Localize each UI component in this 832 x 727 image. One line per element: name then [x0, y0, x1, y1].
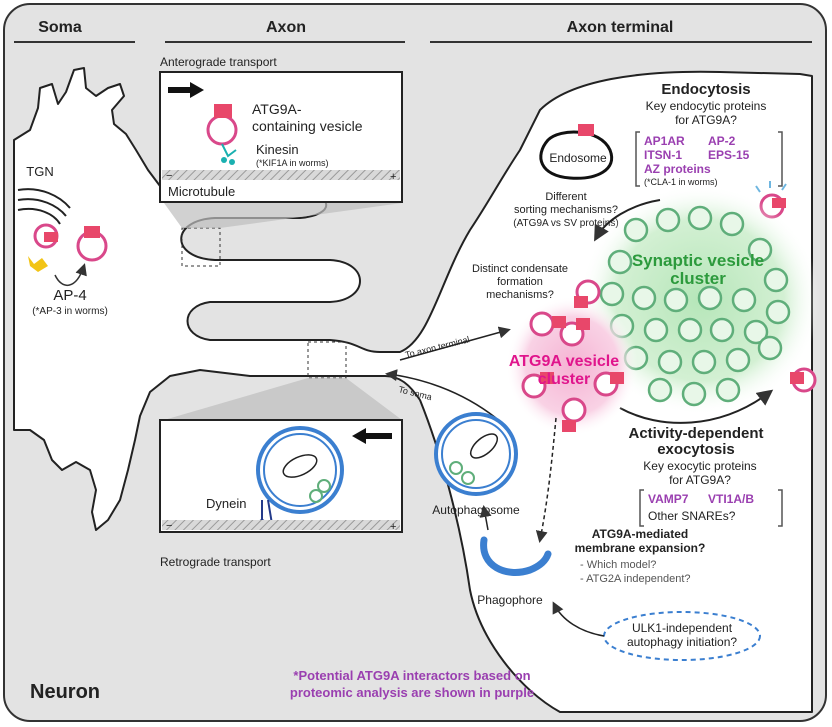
initiation-arrow-icon — [552, 601, 605, 637]
endosome-icon — [539, 130, 614, 180]
footer-note-2: proteomic analysis are shown in purple — [290, 685, 534, 700]
exocytosis-arrow-icon — [619, 389, 774, 424]
protein-bracket — [639, 489, 783, 527]
endocytic-protein: AP-2 — [708, 134, 736, 148]
condensate-text-1: Distinct condensate — [472, 263, 568, 275]
phagophore-icon — [480, 536, 552, 576]
minus-end: − — [166, 170, 172, 182]
soma-vesicles — [28, 223, 108, 286]
clathrin-icon — [755, 181, 787, 193]
autophagosome-icon — [256, 426, 344, 514]
dynein-label: Dynein — [206, 496, 246, 511]
ap4-note: (*AP-3 in worms) — [32, 306, 108, 317]
microtubule-bar — [162, 170, 400, 180]
expansion-text-1: ATG9A-mediated — [592, 527, 688, 541]
endocytic-protein: AP1AR — [644, 134, 685, 148]
exocytic-protein: VTI1A/B — [708, 492, 754, 506]
zoom-funnel-top — [164, 203, 402, 228]
zoom-funnel-bottom — [164, 378, 402, 420]
endocytosis-title: Endocytosis — [661, 81, 750, 98]
ap4-icon — [28, 256, 48, 272]
vesicle-label-1: ATG9A- — [252, 101, 302, 117]
sorting-text-1: Different — [545, 191, 586, 203]
exocytosis-question-1: Key exocytic proteins — [643, 459, 756, 473]
mitochondrion-icon — [282, 454, 318, 478]
anterograde-inset — [159, 71, 403, 203]
phagophore-label: Phagophore — [477, 593, 543, 607]
sorting-arrow-icon — [594, 199, 661, 242]
transport-arrow-icon — [54, 263, 87, 286]
exocytosis-title-1: Activity-dependent — [628, 425, 763, 442]
endocytic-protein: AZ proteins — [644, 162, 711, 176]
mitochondrion-icon — [469, 433, 499, 459]
endocytosis-question-1: Key endocytic proteins — [646, 99, 767, 113]
microtubule-bar — [162, 520, 400, 530]
ulk1-text-1: ULK1-independent — [632, 621, 733, 635]
endocytic-protein: ITSN-1 — [644, 148, 682, 162]
plus-end: + — [390, 171, 396, 183]
sorting-text-2: sorting mechanisms? — [514, 204, 618, 216]
atg9a-cluster-label-2: cluster — [538, 371, 590, 388]
autophagosome-label: Autophagosome — [432, 503, 520, 517]
atg9a-proteins — [540, 296, 624, 432]
kinesin-note: (*KIF1A in worms) — [256, 158, 329, 168]
kinesin-label: Kinesin — [256, 142, 299, 157]
header-terminal: Axon terminal — [567, 19, 674, 36]
minus-end: − — [166, 520, 172, 532]
header-soma: Soma — [38, 19, 82, 36]
sorting-text-3: (ATG9A vs SV proteins) — [513, 218, 618, 229]
to-soma-arrow-icon — [385, 369, 497, 419]
atg9a-icon — [578, 124, 594, 136]
ap4-label: AP-4 — [53, 287, 86, 304]
exocytic-protein: Other SNAREs? — [648, 509, 736, 523]
maturation-arrow-icon — [479, 505, 492, 531]
expansion-text-3: - Which model? — [580, 559, 656, 571]
vesicle-icon — [206, 114, 238, 146]
exocytosis-question-2: for ATG9A? — [669, 473, 731, 487]
sv-cluster-label-1: Synaptic vesicle — [632, 251, 764, 270]
atg9a-icon — [772, 198, 786, 208]
atg9a-icon — [44, 232, 58, 242]
exocytosis-title-2: exocytosis — [657, 441, 735, 458]
footer-note-1: *Potential ATG9A interactors based on — [293, 668, 530, 683]
atg9a-icon — [214, 104, 232, 118]
tgn-stacks — [17, 188, 71, 225]
sv-cluster-label-2: cluster — [670, 269, 726, 288]
expansion-text-2: membrane expansion? — [575, 541, 706, 555]
kinesin-icon — [221, 143, 237, 158]
retrograde-title: Retrograde transport — [160, 555, 271, 569]
autophagosome-icon — [434, 412, 518, 496]
atg9a-vesicles — [521, 279, 619, 423]
endocytosis-question-2: for ATG9A? — [675, 113, 737, 127]
microtubule-label: Microtubule — [168, 184, 235, 199]
tgn-label: TGN — [26, 164, 53, 179]
condensate-text-2: formation — [497, 276, 543, 288]
vesicle-label-2: containing vesicle — [252, 118, 363, 134]
atg9a-cluster-label-1: ATG9A vesicle — [509, 353, 619, 370]
anterograde-title: Anterograde transport — [160, 55, 277, 69]
ulk1-text-2: autophagy initiation? — [627, 635, 737, 649]
neuron-label: Neuron — [30, 681, 100, 703]
condensate-text-3: mechanisms? — [486, 289, 554, 301]
header-axon: Axon — [266, 19, 306, 36]
atg9a-icon — [790, 372, 804, 384]
endocytic-protein: EPS-15 — [708, 148, 750, 162]
plus-end: + — [390, 521, 396, 533]
exocytic-protein: VAMP7 — [648, 492, 689, 506]
atg9a-icon — [84, 226, 100, 238]
to-terminal-arrow-icon — [399, 326, 511, 361]
expansion-text-4: - ATG2A independent? — [580, 573, 691, 585]
endosome-label: Endosome — [549, 151, 607, 165]
protein-bracket — [635, 131, 783, 187]
endocytic-note: (*CLA-1 in worms) — [644, 177, 718, 187]
